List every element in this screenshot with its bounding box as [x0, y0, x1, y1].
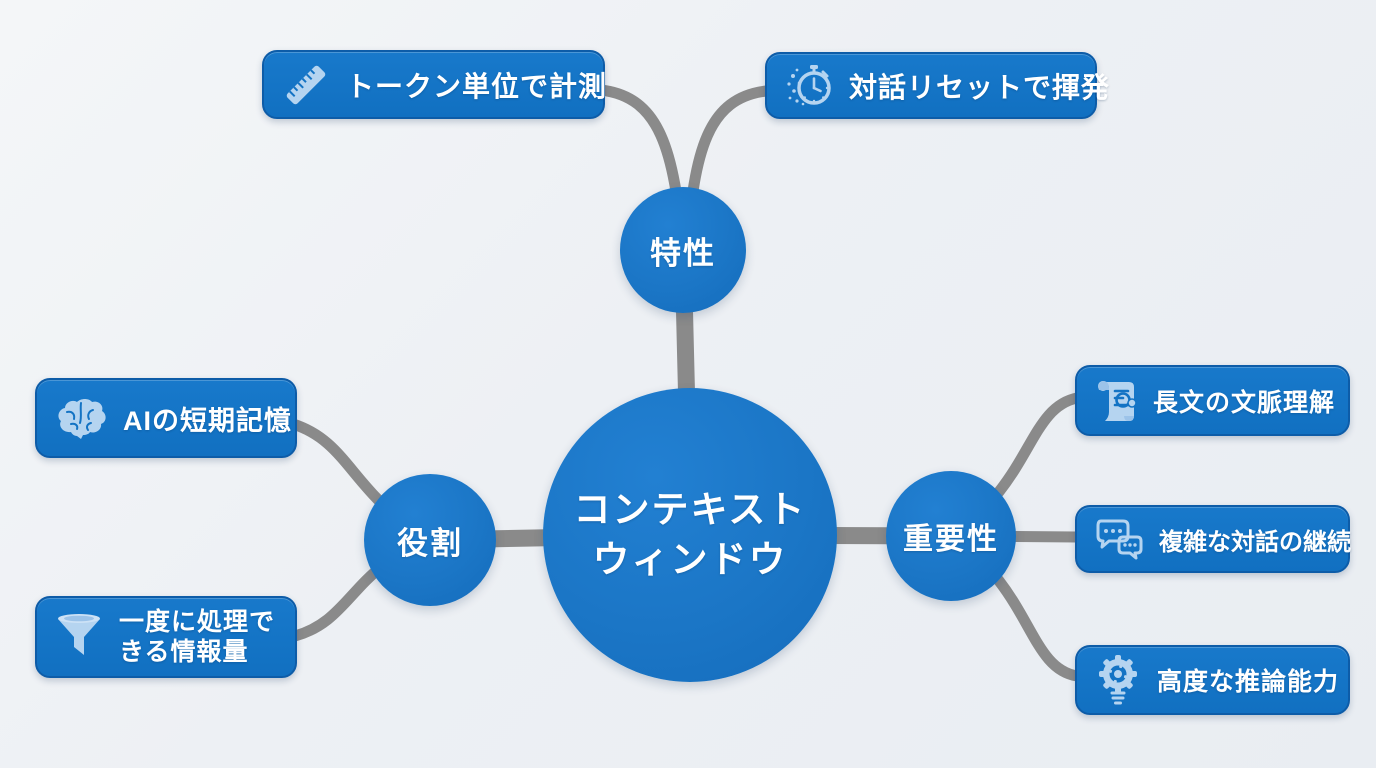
branch-label: 特性 — [650, 235, 716, 271]
leaf-node-reset-volatile: 対話リセットで揮発 — [765, 52, 1109, 119]
leaf-label: 一度に処理できる情報量 — [119, 607, 275, 668]
leaf-label: トークン単位で計測 — [346, 70, 608, 102]
leaf-label-line1: 一度に処理で — [119, 607, 276, 636]
center-node-label-line2: ウィンドウ — [592, 539, 788, 580]
funnel-icon — [58, 614, 100, 655]
branch-label: 役割 — [397, 525, 463, 561]
branch-node-characteristics: 特性 — [620, 187, 746, 313]
leaf-label: 長文の文脈理解 — [1153, 388, 1336, 417]
gear-bulb-icon — [1099, 655, 1137, 705]
branch-label: 重要性 — [903, 523, 999, 556]
branch-node-importance: 重要性 — [886, 471, 1016, 601]
stopwatch-icon — [787, 64, 831, 105]
leaf-node-information-capacity: 一度に処理できる情報量 — [35, 596, 297, 678]
leaf-node-short-term-memory: AIの短期記憶 — [35, 378, 297, 458]
brain-icon — [58, 399, 106, 439]
chat-bubbles-icon — [1096, 519, 1143, 560]
branch-node-role: 役割 — [364, 474, 496, 606]
leaf-node-complex-dialogue: 複雑な対話の継続 — [1075, 505, 1351, 573]
center-node-context-window: コンテキスト ウィンドウ — [543, 388, 837, 682]
leaf-node-advanced-reasoning: 高度な推論能力 — [1075, 645, 1350, 715]
leaf-label-line2: きる情報量 — [119, 638, 249, 666]
leaf-label: 高度な推論能力 — [1157, 668, 1340, 696]
scroll-icon — [1098, 380, 1137, 421]
center-node-label-line1: コンテキスト — [573, 489, 807, 531]
leaf-node-long-context: 長文の文脈理解 — [1075, 365, 1350, 436]
leaf-label: 対話リセットで揮発 — [849, 71, 1111, 103]
leaf-label: 複雑な対話の継続 — [1159, 528, 1351, 556]
leaf-label: AIの短期記憶 — [123, 405, 292, 436]
ruler-icon — [286, 65, 326, 104]
leaf-node-token-measurement: トークン単位で計測 — [262, 50, 608, 119]
